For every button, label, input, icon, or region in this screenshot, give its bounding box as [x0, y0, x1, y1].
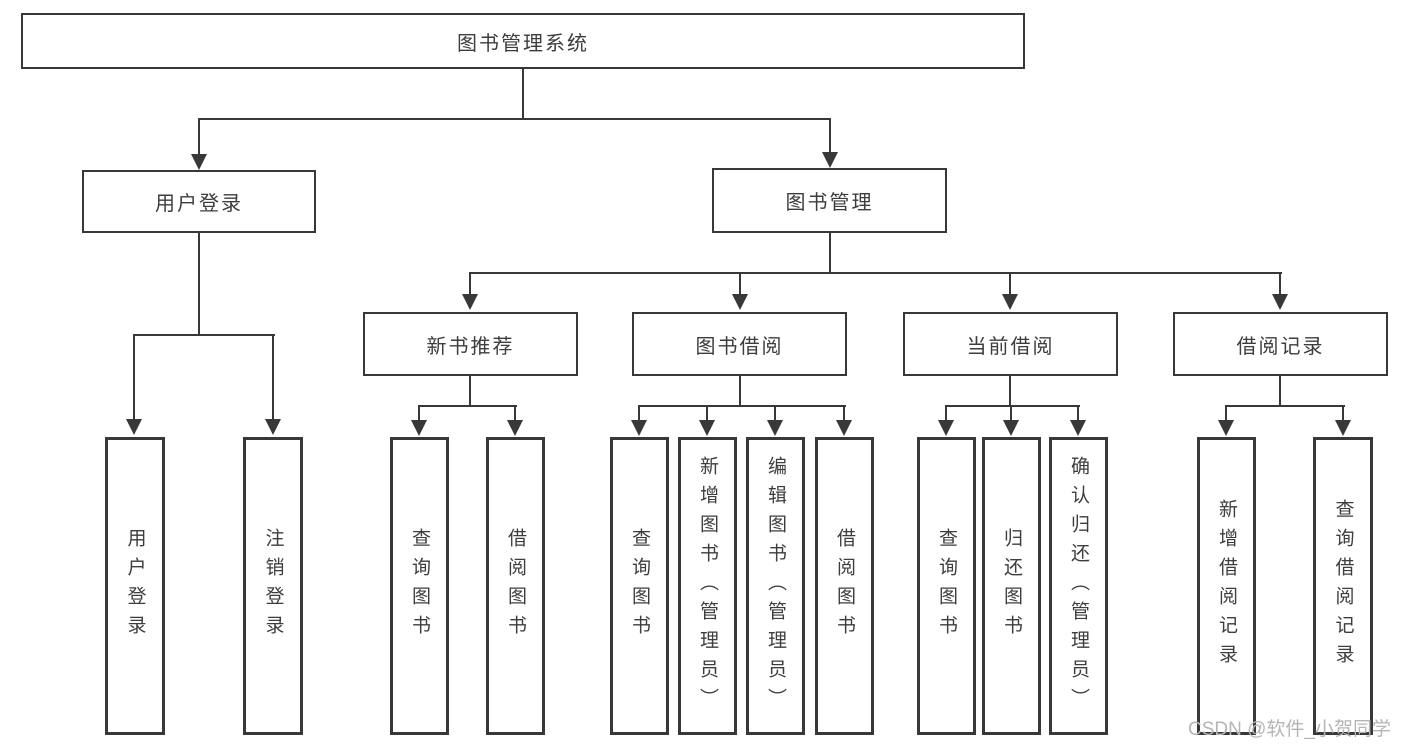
arrow-down-icon — [938, 407, 954, 436]
arrow-down-icon — [126, 336, 142, 435]
node-label: 借阅记录 — [1236, 335, 1325, 358]
arrow-down-icon — [631, 407, 647, 436]
arrow-down-icon — [1218, 407, 1234, 436]
node-logout-action: 注销登录 — [243, 437, 303, 735]
node-label: 图书管理 — [785, 192, 874, 214]
connector-bb-stem — [739, 376, 741, 407]
node-label: 新增图书（管理员） — [697, 455, 718, 717]
node-cb-confirm-return-admin: 确认归还（管理员） — [1049, 437, 1108, 735]
node-label: 当前借阅 — [966, 335, 1055, 358]
arrow-down-icon — [1003, 407, 1019, 436]
connector-br-stem — [1279, 376, 1281, 407]
node-label: 注销登录 — [262, 528, 284, 644]
connector-nbr-branch — [418, 405, 517, 407]
arrow-down-icon — [462, 274, 478, 310]
node-bb-add-books-admin: 新增图书（管理员） — [678, 437, 737, 735]
node-label: 归还图书 — [1001, 528, 1022, 644]
watermark: CSDN @软件_小贺同学 — [1188, 719, 1391, 740]
node-library-system: 图书管理系统 — [21, 13, 1025, 69]
connector-nbr-stem — [469, 376, 471, 407]
connector-root-stem — [522, 69, 524, 119]
node-user-login-action: 用户登录 — [105, 437, 165, 735]
node-label: 借阅图书 — [834, 528, 855, 644]
node-book-management: 图书管理 — [712, 168, 947, 233]
arrow-down-icon — [1002, 274, 1018, 310]
node-cb-return-books: 归还图书 — [982, 437, 1041, 735]
node-br-query-record: 查询借阅记录 — [1313, 437, 1373, 735]
arrow-down-icon — [836, 407, 852, 436]
arrow-down-icon — [1272, 274, 1288, 310]
connector-root-branch — [198, 118, 831, 120]
connector-br-branch — [1225, 405, 1345, 407]
arrow-down-icon — [767, 407, 783, 436]
node-user-login: 用户登录 — [82, 170, 316, 233]
node-nbr-query-books: 查询图书 — [390, 437, 449, 735]
node-label: 查询图书 — [629, 528, 650, 644]
node-cb-query-books: 查询图书 — [917, 437, 976, 735]
node-label: 查询图书 — [409, 528, 430, 644]
node-borrowing-records: 借阅记录 — [1173, 312, 1388, 376]
node-book-borrowing: 图书借阅 — [632, 312, 847, 376]
connector-bb-branch — [638, 405, 846, 407]
connector-book-management-stem — [829, 233, 831, 273]
arrow-down-icon — [822, 120, 838, 168]
node-label: 新书推荐 — [426, 335, 515, 358]
arrow-down-icon — [732, 274, 748, 310]
connector-user-login-stem — [198, 233, 200, 335]
arrow-down-icon — [265, 336, 281, 435]
connector-user-login-branch — [133, 334, 275, 336]
connector-cb-branch — [945, 405, 1080, 407]
node-label: 新增借阅记录 — [1216, 499, 1237, 673]
node-nbr-borrow-books: 借阅图书 — [486, 437, 545, 735]
node-br-add-record: 新增借阅记录 — [1197, 437, 1256, 735]
node-current-borrowing: 当前借阅 — [903, 312, 1118, 376]
node-label: 编辑图书（管理员） — [765, 455, 786, 717]
arrow-down-icon — [411, 407, 427, 436]
arrow-down-icon — [699, 407, 715, 436]
connector-book-management-branch — [469, 272, 1282, 274]
node-label: 用户登录 — [124, 528, 146, 644]
arrow-down-icon — [507, 407, 523, 436]
connector-cb-stem — [1009, 376, 1011, 407]
node-label: 确认归还（管理员） — [1068, 455, 1089, 717]
node-bb-borrow-books: 借阅图书 — [815, 437, 874, 735]
node-new-book-recommend: 新书推荐 — [363, 312, 578, 376]
node-bb-edit-books-admin: 编辑图书（管理员） — [746, 437, 805, 735]
node-bb-query-books: 查询图书 — [610, 437, 669, 735]
node-label: 查询借阅记录 — [1332, 499, 1354, 673]
node-label: 用户登录 — [155, 193, 243, 215]
node-label: 查询图书 — [936, 528, 957, 644]
arrow-down-icon — [1335, 407, 1351, 436]
arrow-down-icon — [191, 120, 207, 170]
arrow-down-icon — [1070, 407, 1086, 436]
node-label: 借阅图书 — [505, 528, 526, 644]
node-label: 图书管理系统 — [457, 32, 589, 55]
node-label: 图书借阅 — [695, 335, 784, 358]
